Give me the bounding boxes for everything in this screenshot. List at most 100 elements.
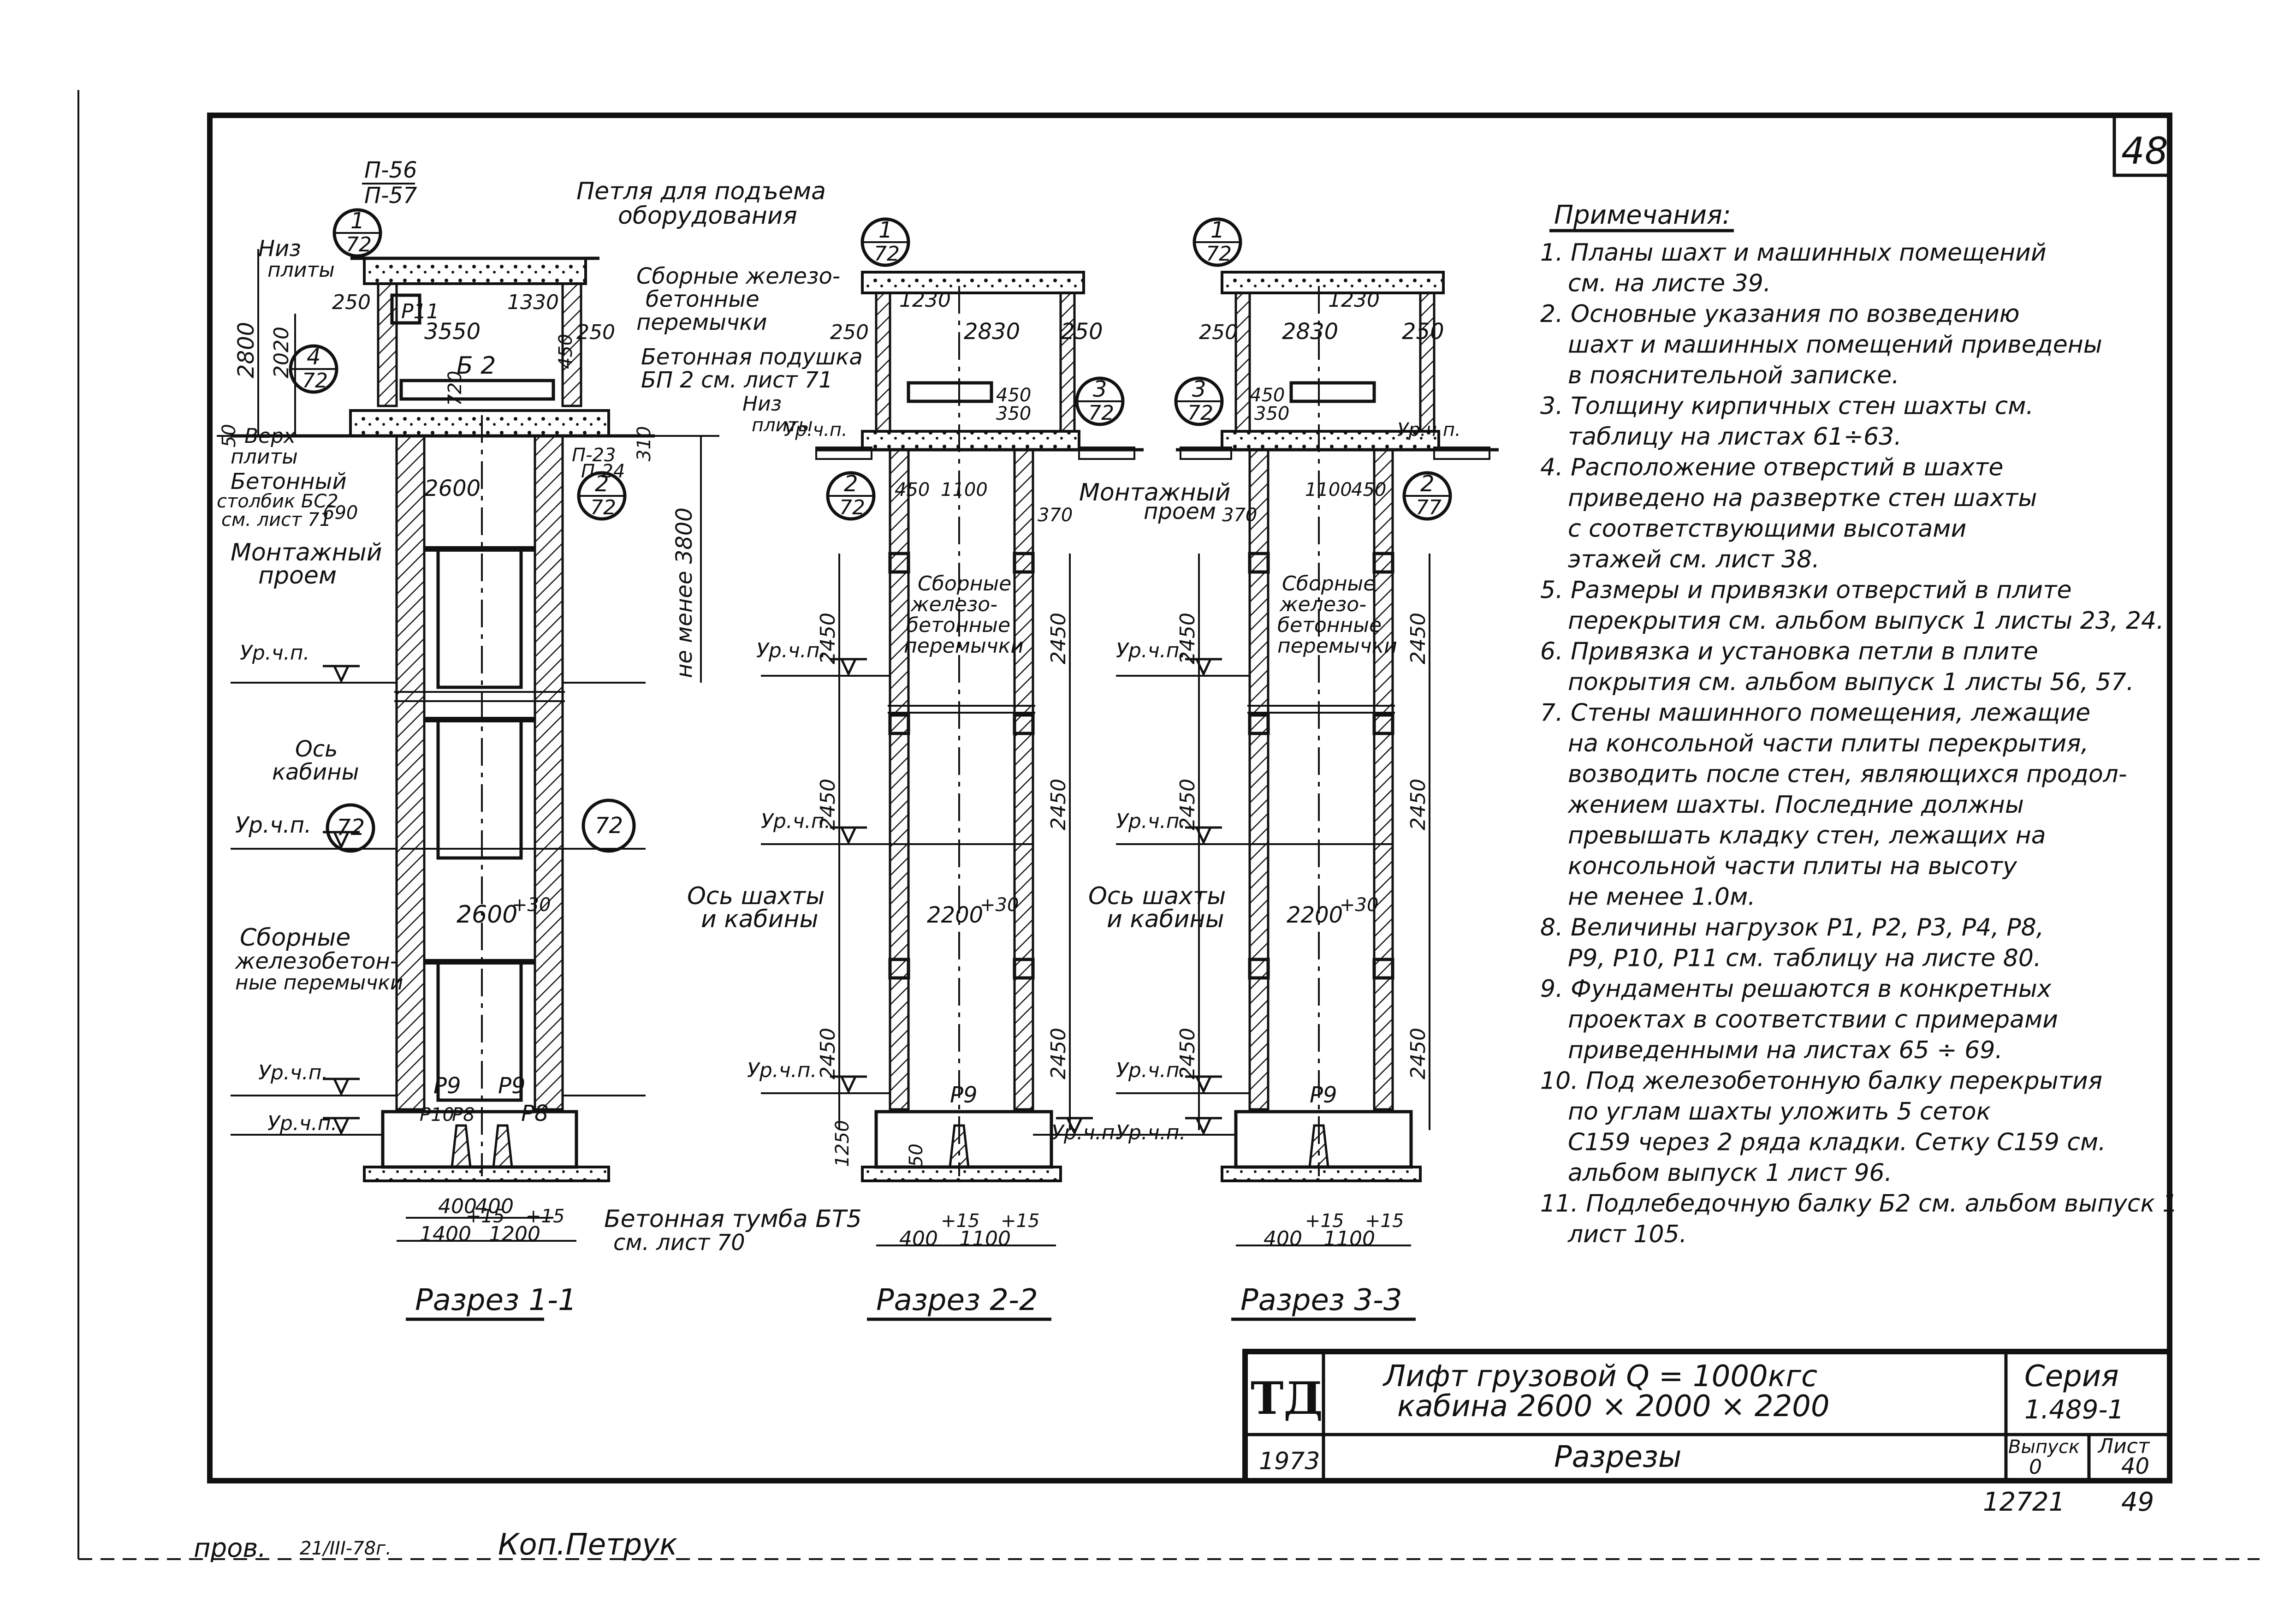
label-plity: плиты: [267, 258, 335, 282]
s3-load-p9: Р9: [1310, 1082, 1337, 1108]
callout-4-72: 4 72: [289, 344, 338, 394]
level-3: Ур.ч.п.: [258, 1061, 328, 1084]
check-label: пров.: [194, 1533, 266, 1563]
label-p56: П-56: [364, 157, 417, 183]
s3-dim-p30: +30: [1340, 894, 1378, 916]
s2-callout-2-72: 2 72: [826, 471, 876, 521]
s2-label-axis1: Ось шахты: [687, 882, 825, 910]
s2-dim-p15a: +15: [941, 1210, 979, 1232]
note-line: 2. Основные указания по возведению: [1540, 300, 2019, 328]
roof-slab: [363, 257, 587, 285]
load-p8b: Р8: [521, 1101, 548, 1126]
note-line: этажей см. лист 38.: [1568, 546, 1820, 573]
s2-dim-2450c: 2450: [816, 779, 840, 830]
label-loop: Петля для подъема: [576, 178, 826, 205]
svg-text:2: 2: [1420, 471, 1435, 497]
svg-text:3: 3: [1192, 376, 1206, 402]
note-line: альбом выпуск 1 лист 96.: [1568, 1159, 1892, 1187]
label-p23: П-23: [572, 445, 616, 466]
sheet-title: Разрезы: [1554, 1440, 1681, 1474]
door-opening-2: [436, 718, 523, 860]
issue-label: Выпуск: [2008, 1436, 2080, 1458]
label-pedestal1: Бетонная тумба БТ5: [604, 1205, 862, 1233]
s3-dim-p15b: +15: [1365, 1210, 1404, 1232]
issue-value: 0: [2029, 1455, 2042, 1479]
section-2-2: Сборные железо- бетонные перемычки Монта…: [687, 217, 1231, 1321]
note-line: 4. Расположение отверстий в шахте: [1540, 454, 2003, 482]
door-opening-1: [436, 547, 523, 689]
title-block: ТД Лифт грузовой Q = 1000кгс кабина 2600…: [1242, 1349, 2172, 1483]
dim-1200: 1200: [489, 1222, 540, 1246]
svg-text:72: 72: [346, 233, 372, 256]
s2-dim-2830: 2830: [964, 319, 1020, 345]
s3-level-4: Ур.ч.п.: [1116, 1121, 1186, 1144]
dim-2600b: 2600: [457, 901, 517, 929]
svg-text:1: 1: [350, 208, 365, 234]
s2-label-plity: плиты: [752, 415, 813, 436]
note-line: с соответствующими высотами: [1568, 515, 1966, 543]
note-line: приведено на развертке стен шахты: [1568, 484, 2037, 512]
s3-dim-450: 450: [1250, 385, 1285, 406]
s2-load-p9: Р9: [950, 1082, 977, 1108]
caption-section-1-1: Разрез 1-1: [415, 1283, 577, 1317]
callout-2-72: 2 72: [577, 471, 627, 521]
s2-callout-1-72: 1 72: [860, 217, 910, 267]
dim-1400a: 1400: [420, 1222, 471, 1246]
s3-dim-2200: 2200: [1287, 902, 1343, 928]
s3-dim-400: 400: [1264, 1227, 1302, 1251]
label-niz: Низ: [258, 236, 301, 262]
s2-dim-1250: 1250: [832, 1120, 853, 1167]
s2-label-prefab1: Сборные: [918, 572, 1011, 596]
svg-text:72: 72: [590, 496, 616, 519]
sheet-label: Лист: [2097, 1435, 2150, 1458]
series-value: 1.489-1: [2024, 1395, 2124, 1425]
svg-text:72: 72: [302, 369, 328, 393]
foundation-slab: [363, 1166, 610, 1182]
s2-dim-1230: 1230: [899, 288, 951, 312]
svg-text:72: 72: [839, 496, 865, 519]
label-lint3: ные перемычки: [235, 971, 403, 995]
svg-text:2: 2: [595, 471, 609, 497]
label-loop2: оборудования: [618, 202, 797, 230]
floor-slab: [349, 409, 610, 437]
s3-callout-1-72: 1 72: [1192, 217, 1242, 267]
s3-level-1: Ур.ч.п.: [1116, 639, 1186, 662]
dim-1330: 1330: [507, 291, 559, 314]
s3-label-prefab2: железо-: [1279, 593, 1366, 616]
s2-dim-p30: +30: [980, 894, 1019, 916]
series-label: Серия: [2024, 1359, 2119, 1394]
label-prefab3: перемычки: [636, 310, 767, 335]
title-line-1: Лифт грузовой Q = 1000кгс: [1382, 1359, 1817, 1394]
svg-text:72: 72: [337, 815, 365, 840]
label-plity2: плиты: [231, 445, 298, 469]
s2-dim-400: 400: [899, 1227, 938, 1251]
label-axis2: кабины: [272, 759, 359, 785]
s3-callout-3-72: 3 72: [1174, 376, 1224, 426]
dim-50: 50: [219, 424, 240, 447]
s2-label-mount2: проем: [1144, 499, 1216, 524]
shaft-wall-right: [534, 435, 564, 1111]
s2-level-1: Ур.ч.п.: [756, 639, 826, 662]
note-line: возводить после стен, являющихся продол-: [1568, 761, 2127, 788]
page-number: 49: [2121, 1487, 2154, 1517]
notes-block: Примечания: 1. Планы шахт и машинных пом…: [1540, 200, 2177, 1248]
dim-250: 250: [332, 291, 371, 314]
note-line: 5. Размеры и привязки отверстий в плите: [1540, 577, 2072, 604]
svg-text:77: 77: [1416, 496, 1442, 519]
load-p9b: Р9: [498, 1073, 525, 1099]
note-line: консольной части плиты на высоту: [1568, 852, 2017, 880]
dim-310: 310: [634, 426, 655, 461]
svg-text:3: 3: [1093, 376, 1107, 402]
beam-b2: [399, 379, 555, 401]
s2-label-prefab4: перемычки: [904, 634, 1024, 658]
label-p57: П-57: [364, 183, 417, 208]
s2-dim-250a: 250: [830, 321, 869, 344]
check-date: 21/III-78г.: [300, 1538, 392, 1559]
dim-2600: 2600: [424, 476, 481, 501]
sheet-number-box: 48: [2112, 115, 2170, 177]
label-verh: Верх: [244, 424, 296, 448]
label-lint2: железобетон-: [235, 948, 398, 974]
note-line: на консольной части плиты перекрытия,: [1568, 730, 2088, 757]
s2-dim-1100: 1100: [941, 479, 988, 500]
